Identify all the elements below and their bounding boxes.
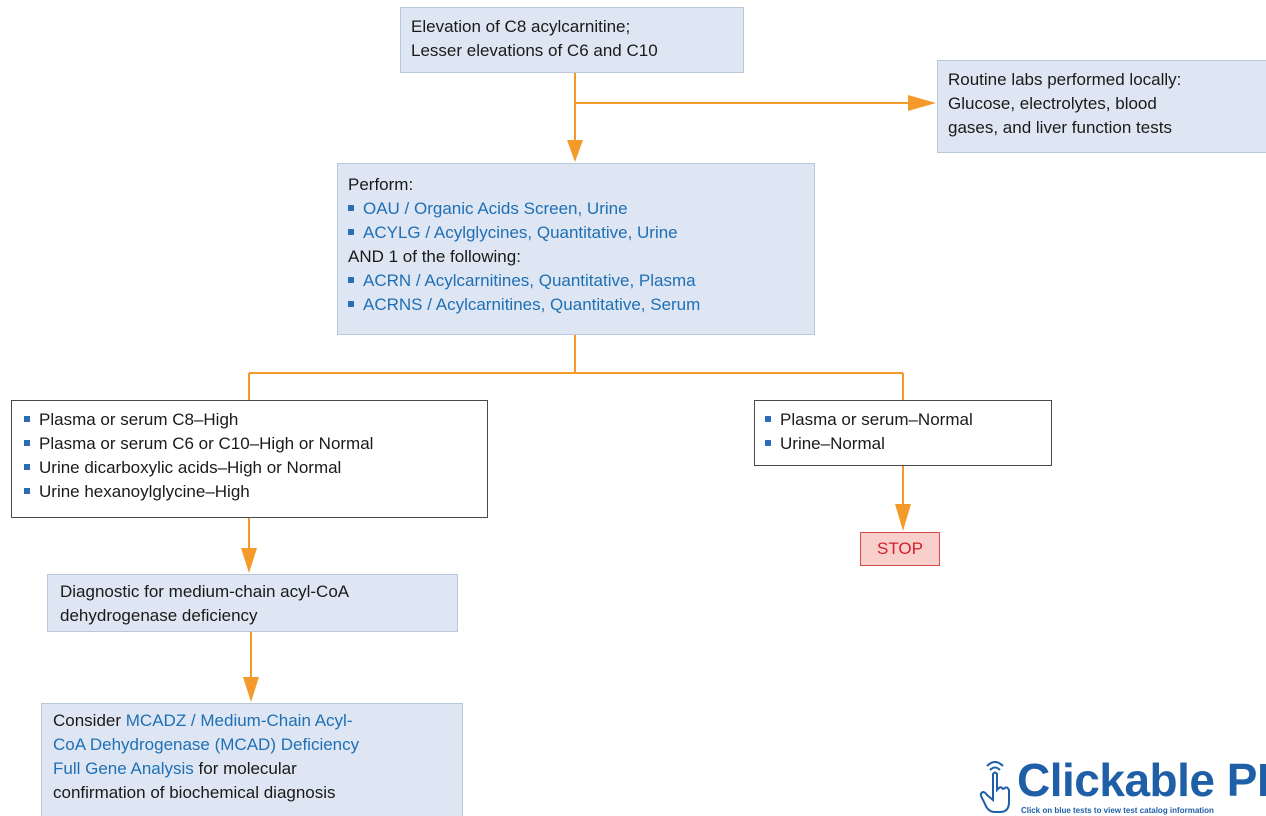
test-link-mcadz[interactable]: MCADZ / Medium-Chain Acyl- bbox=[125, 711, 353, 730]
test-link-mcadz-end[interactable]: Full Gene Analysis bbox=[53, 759, 194, 778]
bullet-icon bbox=[765, 439, 771, 446]
result-item: Urine dicarboxylic acids–High or Normal bbox=[24, 456, 475, 480]
bullet-icon bbox=[348, 300, 354, 307]
routine-line-3: gases, and liver function tests bbox=[948, 118, 1172, 137]
arrow-to-diagnostic bbox=[241, 548, 257, 573]
result-item: Urine–Normal bbox=[765, 432, 1041, 456]
perform-option-acrns[interactable]: ACRNS / Acylcarnitines, Quantitative, Se… bbox=[348, 293, 804, 317]
consider-line-2: CoA Dehydrogenase (MCAD) Deficiency bbox=[53, 733, 451, 757]
test-link-acylg[interactable]: ACYLG / Acylglycines, Quantitative, Urin… bbox=[363, 223, 678, 242]
routine-labs-box: Routine labs performed locally: Glucose,… bbox=[937, 60, 1266, 153]
perform-box: Perform: OAU / Organic Acids Screen, Uri… bbox=[337, 163, 815, 335]
pointer-hand-icon bbox=[979, 761, 1010, 813]
result-item: Urine hexanoylglycine–High bbox=[24, 480, 475, 504]
test-link-oau[interactable]: OAU / Organic Acids Screen, Urine bbox=[363, 199, 628, 218]
consider-line-4: confirmation of biochemical diagnosis bbox=[53, 783, 336, 802]
consider-box: Consider MCADZ / Medium-Chain Acyl- CoA … bbox=[41, 703, 463, 816]
diagnostic-line-2: dehydrogenase deficiency bbox=[60, 606, 258, 625]
bullet-icon bbox=[24, 463, 30, 470]
consider-line-3: Full Gene Analysis for molecular bbox=[53, 757, 451, 781]
perform-test-acylg[interactable]: ACYLG / Acylglycines, Quantitative, Urin… bbox=[348, 221, 804, 245]
routine-line-1: Routine labs performed locally: bbox=[948, 70, 1182, 89]
elevation-line-2: Lesser elevations of C6 and C10 bbox=[411, 41, 658, 60]
result-item: Plasma or serum C8–High bbox=[24, 408, 475, 432]
bullet-icon bbox=[24, 415, 30, 422]
logo-subtitle: Click on blue tests to view test catalog… bbox=[1021, 806, 1214, 815]
diagnostic-line-1: Diagnostic for medium-chain acyl-CoA bbox=[60, 582, 350, 601]
logo-title: Clickable PDF bbox=[1017, 758, 1266, 806]
elevation-line-1: Elevation of C8 acylcarnitine; bbox=[411, 17, 631, 36]
routine-line-2: Glucose, electrolytes, blood bbox=[948, 94, 1157, 113]
bullet-icon bbox=[24, 439, 30, 446]
abnormal-results-box: Plasma or serum C8–High Plasma or serum … bbox=[11, 400, 488, 518]
diagnostic-box: Diagnostic for medium-chain acyl-CoA deh… bbox=[47, 574, 458, 632]
bullet-icon bbox=[348, 228, 354, 235]
perform-heading: Perform: bbox=[348, 175, 414, 194]
perform-test-oau[interactable]: OAU / Organic Acids Screen, Urine bbox=[348, 197, 804, 221]
test-link-acrn[interactable]: ACRN / Acylcarnitines, Quantitative, Pla… bbox=[363, 271, 696, 290]
consider-line-1: Consider MCADZ / Medium-Chain Acyl- bbox=[53, 709, 451, 733]
bullet-icon bbox=[348, 276, 354, 283]
result-item: Plasma or serum–Normal bbox=[765, 408, 1041, 432]
bullet-icon bbox=[348, 204, 354, 211]
test-link-acrns[interactable]: ACRNS / Acylcarnitines, Quantitative, Se… bbox=[363, 295, 701, 314]
perform-option-acrn[interactable]: ACRN / Acylcarnitines, Quantitative, Pla… bbox=[348, 269, 804, 293]
arrow-to-routine bbox=[908, 95, 936, 111]
consider-prefix: Consider bbox=[53, 711, 126, 730]
test-link-mcadz-cont[interactable]: CoA Dehydrogenase (MCAD) Deficiency bbox=[53, 735, 360, 754]
bullet-icon bbox=[765, 415, 771, 422]
consider-after-link: for molecular bbox=[193, 759, 297, 778]
bullet-icon bbox=[24, 487, 30, 494]
normal-results-box: Plasma or serum–Normal Urine–Normal bbox=[754, 400, 1052, 466]
elevation-box: Elevation of C8 acylcarnitine; Lesser el… bbox=[400, 7, 744, 73]
clickable-pdf-logo: Clickable PDF Click on blue tests to vie… bbox=[975, 758, 1266, 816]
result-item: Plasma or serum C6 or C10–High or Normal bbox=[24, 432, 475, 456]
stop-badge: STOP bbox=[860, 532, 940, 566]
arrow-to-consider bbox=[243, 677, 259, 702]
perform-and-text: AND 1 of the following: bbox=[348, 247, 521, 266]
arrow-to-perform bbox=[567, 140, 583, 162]
arrow-to-stop bbox=[895, 504, 911, 531]
